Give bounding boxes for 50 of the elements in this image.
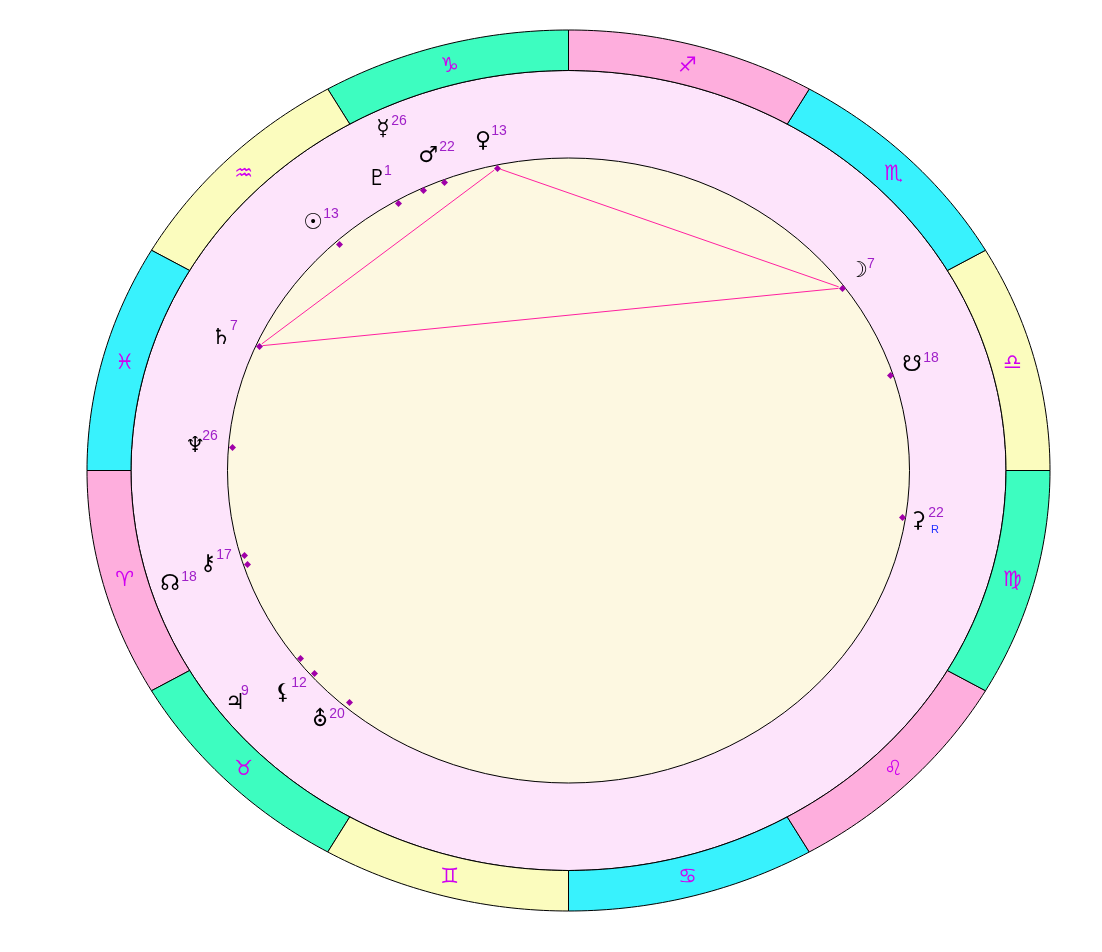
planet-glyph: ☽ <box>848 259 868 281</box>
zodiac-sign-segment <box>151 89 350 271</box>
degree-number: 7 <box>230 318 238 332</box>
planet-glyph: ☉ <box>303 211 323 233</box>
degree-number: 9 <box>241 683 249 697</box>
planet-glyph: ☋ <box>902 353 922 375</box>
degree-number: 18 <box>181 569 197 583</box>
degree-number: 13 <box>323 206 339 220</box>
zodiac-sign-glyph: ♈ <box>115 568 135 590</box>
degree-number: 12 <box>291 675 307 689</box>
zodiac-sign-glyph: ♍ <box>1002 568 1022 590</box>
zodiac-sign-segment <box>947 250 1050 471</box>
planet-glyph: ♄ <box>211 326 231 348</box>
degree-number: 7 <box>867 256 875 270</box>
zodiac-sign-glyph: ♉ <box>234 757 253 779</box>
planet-glyph: ⚷ <box>199 552 217 574</box>
zodiac-sign-segment <box>151 670 350 852</box>
zodiac-sign-glyph: ♓ <box>115 351 135 373</box>
aspect-line <box>261 169 495 345</box>
zodiac-sign-segment <box>787 670 986 852</box>
zodiac-sign-glyph: ♑ <box>440 54 459 76</box>
planet-glyph: ⚳ <box>909 509 927 531</box>
degree-number: 26 <box>202 428 218 442</box>
zodiac-sign-segment <box>87 250 190 471</box>
zodiac-sign-segment <box>568 30 810 125</box>
zodiac-sign-glyph: ♐ <box>678 54 697 76</box>
zodiac-sign-segment <box>947 470 1050 691</box>
planet-glyph: ⛢ <box>311 708 329 730</box>
degree-number: 13 <box>491 123 507 137</box>
zodiac-sign-glyph: ♒ <box>234 162 253 184</box>
degree-number: 17 <box>216 547 232 561</box>
degree-number: 20 <box>329 706 345 720</box>
degree-number: 26 <box>391 113 407 127</box>
zodiac-sign-glyph: ♊ <box>440 865 459 887</box>
planet-glyph: ♂ <box>418 144 438 166</box>
aspect-line <box>262 287 839 347</box>
zodiac-sign-glyph: ♋ <box>678 865 697 887</box>
planet-glyph: ♀ <box>474 129 492 151</box>
planet-glyph: ☊ <box>160 572 180 594</box>
planet-glyph: ⚸ <box>274 681 292 703</box>
zodiac-sign-glyph: ♌ <box>884 757 903 779</box>
degree-number: 22 <box>439 139 455 153</box>
degree-number: 22 <box>928 505 944 519</box>
degree-number: 1 <box>384 163 392 177</box>
aspect-line <box>499 168 840 288</box>
zodiac-sign-segment <box>568 816 810 911</box>
zodiac-sign-glyph: ♎ <box>1002 351 1022 373</box>
planet-glyph: ☿ <box>376 117 390 139</box>
zodiac-sign-glyph: ♏ <box>884 162 903 184</box>
zodiac-sign-segment <box>327 816 569 911</box>
